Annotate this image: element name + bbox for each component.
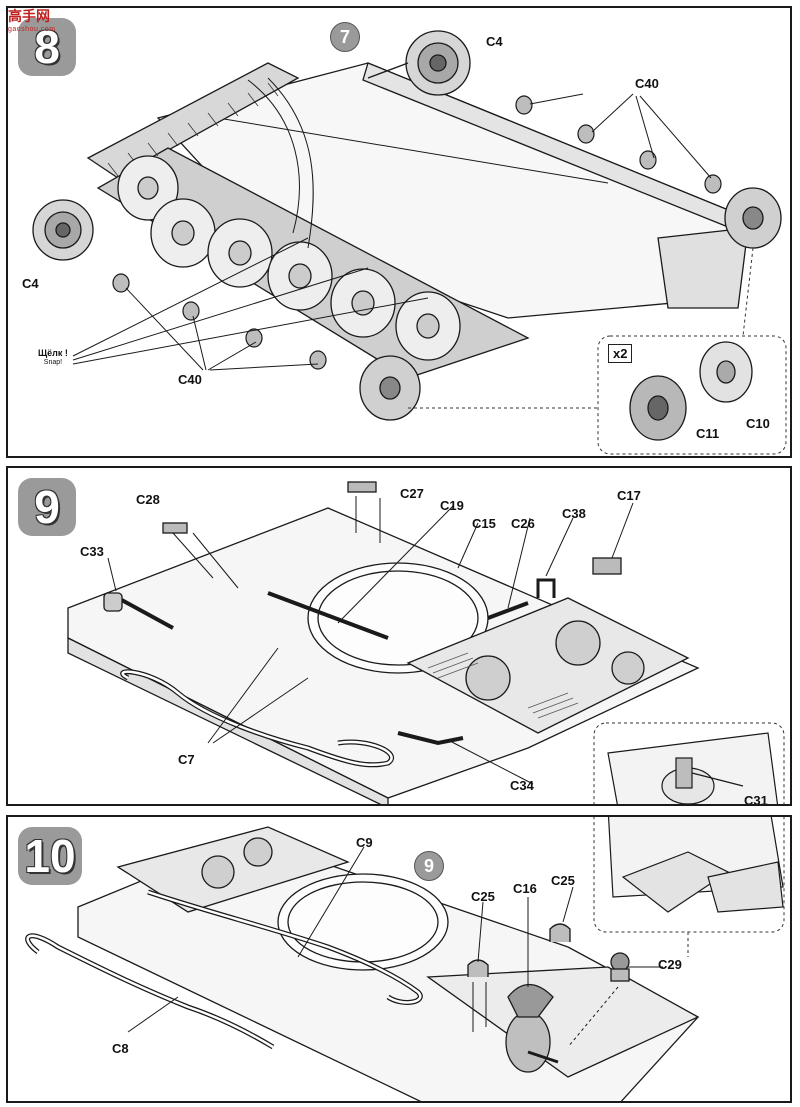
label-c11: C11 — [696, 426, 720, 441]
label-c33: C33 — [80, 544, 104, 559]
step-number: 10 — [18, 827, 82, 885]
label-c26: C26 — [511, 516, 535, 531]
label-c10: C10 — [746, 416, 770, 431]
label-c4-left: C4 — [22, 276, 39, 291]
label-c16: C16 — [513, 881, 537, 896]
label-c40-left: C40 — [178, 372, 202, 387]
snap-callout: Щёлк ! Snap! — [38, 348, 68, 368]
snap-text: Щёлк ! — [38, 348, 68, 358]
step-8-drawing — [32, 30, 787, 455]
step-number: 8 — [18, 18, 76, 76]
snap-subtext: Snap! — [43, 359, 63, 366]
step-9-drawing — [67, 481, 785, 804]
label-c8: C8 — [112, 1041, 129, 1056]
watermark-text: 高手网 — [8, 8, 50, 24]
quantity-box: x2 — [608, 344, 633, 363]
step-8-panel: 8 7 C4 C4 C40 C40 C11 C10 x2 Щёлк ! Snap… — [6, 6, 792, 458]
label-c38: C38 — [562, 506, 586, 521]
label-c25-left: C25 — [471, 889, 495, 904]
label-c19: C19 — [440, 498, 464, 513]
sub-assembly-ref: 9 — [414, 851, 444, 881]
label-c31: C31 — [744, 793, 768, 806]
label-c40-right: C40 — [635, 76, 659, 91]
sub-assembly-ref: 7 — [330, 22, 360, 52]
step-10-drawing — [25, 817, 785, 1101]
watermark-logo: 高手网 gaoshou.com — [8, 6, 56, 33]
label-c17: C17 — [617, 488, 641, 503]
label-c34: C34 — [510, 778, 534, 793]
label-c25-right: C25 — [551, 873, 575, 888]
step-9-panel: 9 C27 C28 C19 C15 C26 C38 C17 C33 C7 C34… — [6, 466, 792, 806]
label-c4-top: C4 — [486, 34, 503, 49]
label-c9: C9 — [356, 835, 373, 850]
label-c27: C27 — [400, 486, 424, 501]
label-c28: C28 — [136, 492, 160, 507]
label-c29: C29 — [658, 957, 682, 972]
label-c15: C15 — [472, 516, 496, 531]
step-10-panel: 10 9 C9 C25 C16 C25 C29 C8 — [6, 815, 792, 1103]
watermark-subtext: gaoshou.com — [8, 26, 56, 33]
step-number: 9 — [18, 478, 76, 536]
label-c7: C7 — [178, 752, 195, 767]
